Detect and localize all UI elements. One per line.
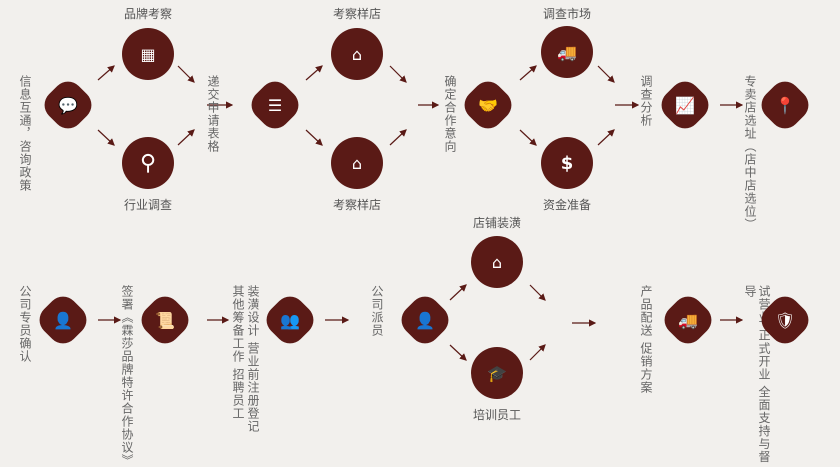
step-analysis: 📈	[655, 75, 715, 135]
chat-people-icon: 💬	[58, 95, 78, 115]
step-confirm-staff: 👤	[33, 290, 93, 350]
label-brand-survey: 品牌考察	[123, 7, 173, 21]
storefront-icon: ⌂	[331, 137, 383, 189]
label-decoration: 店铺装潢	[472, 216, 522, 230]
arrow	[177, 129, 195, 146]
label-prepare-a: 装潢设计 营业前注册登记	[246, 285, 260, 433]
label-visit-store: 考察样店	[332, 7, 382, 21]
arrow	[519, 65, 537, 81]
label-delivery: 产品配送 促销方案	[639, 285, 653, 394]
handshake-icon: 🤝	[478, 95, 498, 115]
step-dispatch: 👤	[395, 290, 455, 350]
step-delivery: 🚚	[658, 290, 718, 350]
label-industry-survey: 行业调查	[123, 198, 173, 212]
presentation-icon: ▦	[122, 28, 174, 80]
arrow	[389, 129, 407, 146]
label-analysis: 调查分析	[639, 75, 653, 127]
arrow	[597, 129, 615, 146]
graduation-cap-icon: 🎓	[471, 347, 523, 399]
arrow	[97, 65, 115, 81]
document-icon: ☰	[267, 95, 283, 115]
label-funding: 资金准备	[542, 198, 592, 212]
step-opening: 🛡	[755, 290, 815, 350]
step-sign: 📜	[135, 290, 195, 350]
label-site: 专卖店选址（店中店选位）	[743, 75, 757, 231]
arrow	[597, 65, 615, 83]
arrow	[177, 65, 195, 83]
person-icon: 👤	[53, 310, 73, 330]
label-sign: 签署《霖莎品牌特许合作协议》	[120, 285, 134, 467]
arrow	[305, 129, 323, 146]
label-confirm-staff: 公司专员确认	[18, 285, 32, 363]
arrow	[519, 129, 537, 146]
arrow	[529, 284, 546, 301]
arrow	[529, 344, 546, 361]
label-dispatch: 公司派员	[370, 285, 384, 337]
line-chart-icon: 📈	[675, 95, 695, 115]
location-pin-icon: 📍	[775, 95, 795, 115]
storefront-icon: ⌂	[471, 236, 523, 288]
magnifier-icon: ⚲	[122, 137, 174, 189]
label-submit-form: 递交申请表格	[206, 75, 220, 153]
step-consult: 💬	[38, 75, 98, 135]
step-submit-form: ☰	[245, 75, 305, 135]
group-icon: 👥	[280, 310, 300, 330]
label-confirm: 确定合作意向	[443, 75, 457, 153]
step-site: 📍	[755, 75, 815, 135]
label-start: 信息互通，咨询政策	[18, 75, 32, 192]
arrow	[97, 129, 115, 146]
label-market-survey: 调查市场	[542, 7, 592, 21]
arrow	[449, 344, 467, 361]
certificate-icon: 🛡	[774, 310, 796, 330]
dollar-icon: $	[541, 137, 593, 189]
label-visit-store: 考察样店	[332, 198, 382, 212]
step-confirm: 🤝	[458, 75, 518, 135]
arrow	[449, 284, 467, 301]
step-prepare: 👥	[260, 290, 320, 350]
label-training: 培训员工	[472, 408, 522, 422]
arrow	[305, 65, 323, 81]
label-prepare-b: 其他筹备工作 招聘员工	[231, 285, 245, 420]
truck-icon: 🚚	[541, 26, 593, 78]
storefront-icon: ⌂	[331, 28, 383, 80]
arrow	[389, 65, 407, 83]
person-icon: 👤	[415, 310, 435, 330]
truck-icon: 🚚	[678, 310, 698, 330]
scroll-icon: 📜	[155, 310, 175, 330]
